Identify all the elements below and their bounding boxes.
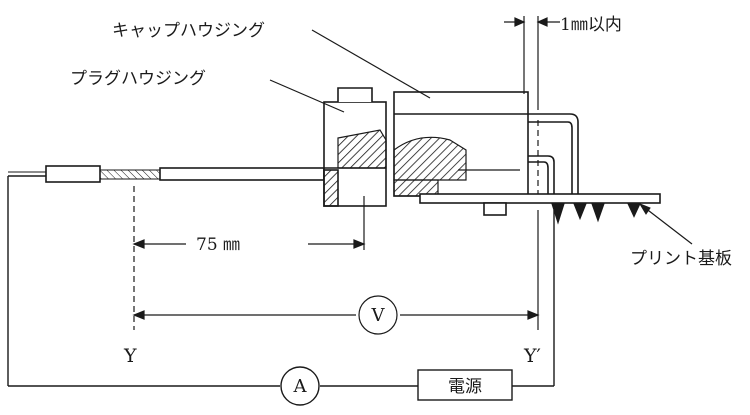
label-plug-housing: プラグハウジング bbox=[70, 69, 206, 89]
label-length: 75 ㎜ bbox=[196, 235, 240, 255]
reference-lines bbox=[133, 186, 539, 330]
cable-jacket bbox=[159, 167, 325, 181]
label-y-prime: Y′ bbox=[523, 345, 541, 367]
length-dimension bbox=[132, 239, 366, 249]
label-clearance: 1㎜以内 bbox=[560, 15, 622, 35]
cable bbox=[8, 165, 325, 183]
pcb-arrowhead bbox=[638, 202, 651, 215]
current-circuit bbox=[7, 176, 555, 406]
power-supply-label: 電源 bbox=[448, 377, 482, 397]
power-supply-box bbox=[417, 369, 513, 401]
plug-housing bbox=[323, 87, 387, 207]
cable-braid bbox=[99, 169, 161, 180]
ammeter-symbol: A bbox=[293, 376, 308, 397]
cable-sleeve bbox=[45, 165, 101, 183]
label-pcb: プリント基板 bbox=[630, 249, 732, 269]
terminal-pins bbox=[528, 113, 579, 200]
leader-plug-housing bbox=[269, 79, 345, 113]
printed-circuit-board bbox=[419, 193, 661, 225]
voltmeter-circle bbox=[358, 295, 398, 335]
label-cap-housing: キャップハウジング bbox=[112, 21, 265, 41]
clearance-dimension bbox=[504, 16, 560, 110]
leader-cap-housing bbox=[311, 29, 431, 99]
label-y: Y bbox=[123, 345, 137, 367]
ammeter-circle bbox=[280, 366, 320, 406]
voltmeter-circuit bbox=[132, 295, 540, 335]
voltmeter-symbol: V bbox=[371, 305, 386, 326]
cap-housing bbox=[393, 91, 529, 197]
